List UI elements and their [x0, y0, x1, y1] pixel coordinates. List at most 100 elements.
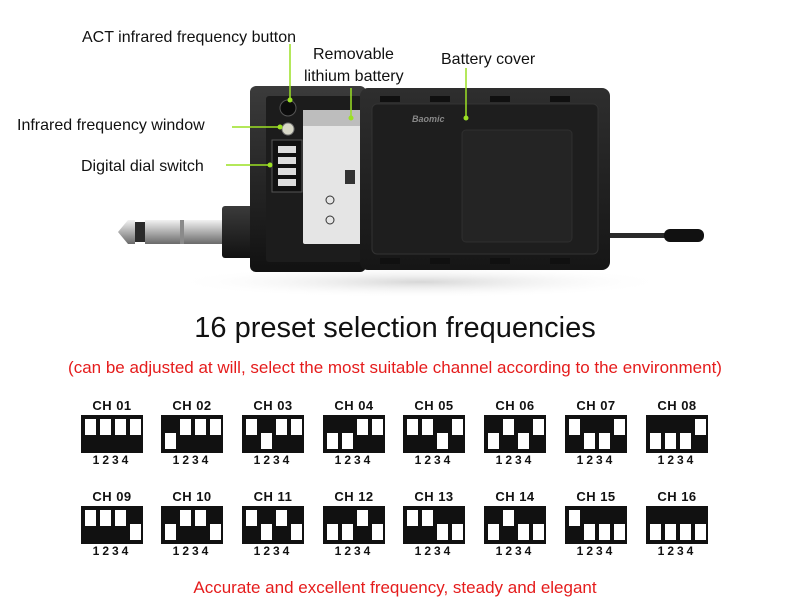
dip-switch — [403, 415, 465, 453]
dip-slot-1 — [569, 510, 580, 540]
channel-label: CH 15 — [576, 489, 616, 504]
device-dip-switch[interactable] — [271, 139, 303, 193]
dip-knob-up — [599, 419, 610, 433]
switch-numbers: 1234 — [495, 544, 535, 558]
dip-slot-4 — [130, 510, 141, 540]
dip-slot-1 — [650, 419, 661, 449]
dip-knob-up — [665, 510, 676, 524]
callout-lines — [226, 44, 467, 166]
dip-switch — [242, 506, 304, 544]
dip-switch — [81, 506, 143, 544]
switch-numbers: 1234 — [92, 453, 132, 467]
switch-numbers: 1234 — [657, 544, 697, 558]
channel-12-diagram: CH 12 1234 — [321, 489, 387, 559]
headline: 16 preset selection frequencies — [194, 312, 596, 344]
dip-slot-1 — [650, 510, 661, 540]
dip-knob-up — [680, 510, 691, 524]
channel-label: CH 12 — [334, 489, 374, 504]
brand-logo: Baomic — [412, 114, 445, 124]
channel-label: CH 05 — [414, 398, 454, 413]
dip-slot-3 — [518, 419, 529, 449]
dip-switch — [484, 415, 546, 453]
dip-knob-up — [488, 419, 499, 433]
dip-knob-down — [407, 526, 418, 540]
channel-label: CH 10 — [172, 489, 212, 504]
dip-slot-1 — [407, 510, 418, 540]
dip-knob-down — [407, 435, 418, 449]
dip-slot-4 — [695, 510, 706, 540]
dip-knob-down — [291, 435, 302, 449]
switch-numbers: 1234 — [334, 544, 374, 558]
dip-slot-2 — [342, 510, 353, 540]
dip-knob-up — [614, 510, 625, 524]
switch-numbers: 1234 — [657, 453, 697, 467]
dip-switch — [403, 506, 465, 544]
dip-slot-3 — [437, 419, 448, 449]
dip-slot-3 — [518, 510, 529, 540]
dip-slot-4 — [533, 510, 544, 540]
dip-slot-2 — [100, 510, 111, 540]
dip-knob-up — [130, 510, 141, 524]
dip-slot-1 — [327, 510, 338, 540]
dip-knob-down — [357, 435, 368, 449]
dip-knob-up — [452, 510, 463, 524]
battery-label-line1: Removable — [313, 46, 394, 63]
dip-knob-down — [533, 435, 544, 449]
dip-knob-up — [165, 419, 176, 433]
dip-slot-4 — [210, 510, 221, 540]
dip-slot-2 — [422, 419, 433, 449]
dip-knob-up — [680, 419, 691, 433]
dip-slot-4 — [372, 419, 383, 449]
dip-switch — [323, 415, 385, 453]
dip-slot-2 — [342, 419, 353, 449]
dip-knob-down — [115, 435, 126, 449]
switch-numbers: 1234 — [576, 453, 616, 467]
battery-label-line2: lithium battery — [304, 68, 404, 85]
antenna — [600, 229, 704, 242]
dip-knob-down — [422, 435, 433, 449]
switch-numbers: 1234 — [414, 544, 454, 558]
dip-knob-up — [342, 419, 353, 433]
dip-knob-down — [180, 526, 191, 540]
channel-label: CH 03 — [253, 398, 293, 413]
dip-slot-4 — [130, 419, 141, 449]
transmitter-illustration: Baomic — [118, 44, 704, 298]
dip-switch — [81, 415, 143, 453]
dip-slot-4 — [614, 510, 625, 540]
dip-slot-2 — [584, 419, 595, 449]
act-button[interactable] — [279, 99, 297, 117]
channel-label: CH 11 — [253, 489, 293, 504]
battery-cover — [360, 88, 610, 270]
dial-switch-label: Digital dial switch — [81, 158, 204, 175]
dip-knob-up — [165, 510, 176, 524]
dip-slot-1 — [246, 510, 257, 540]
dip-knob-up — [210, 510, 221, 524]
dip-knob-down — [85, 526, 96, 540]
switch-numbers: 1234 — [495, 453, 535, 467]
dip-knob-up — [650, 419, 661, 433]
dip-slot-4 — [533, 419, 544, 449]
dip-knob-up — [261, 419, 272, 433]
dip-knob-up — [650, 510, 661, 524]
dip-knob-down — [695, 435, 706, 449]
dip-knob-up — [518, 510, 529, 524]
dip-switch — [646, 506, 708, 544]
dip-knob-up — [437, 419, 448, 433]
dip-slot-1 — [327, 419, 338, 449]
dip-knob-up — [599, 510, 610, 524]
dip-slot-3 — [276, 510, 287, 540]
dip-slot-2 — [503, 419, 514, 449]
dip-slot-2 — [261, 510, 272, 540]
dip-knob-down — [130, 435, 141, 449]
dip-slot-3 — [357, 419, 368, 449]
dip-slot-2 — [261, 419, 272, 449]
lithium-battery — [303, 110, 365, 244]
